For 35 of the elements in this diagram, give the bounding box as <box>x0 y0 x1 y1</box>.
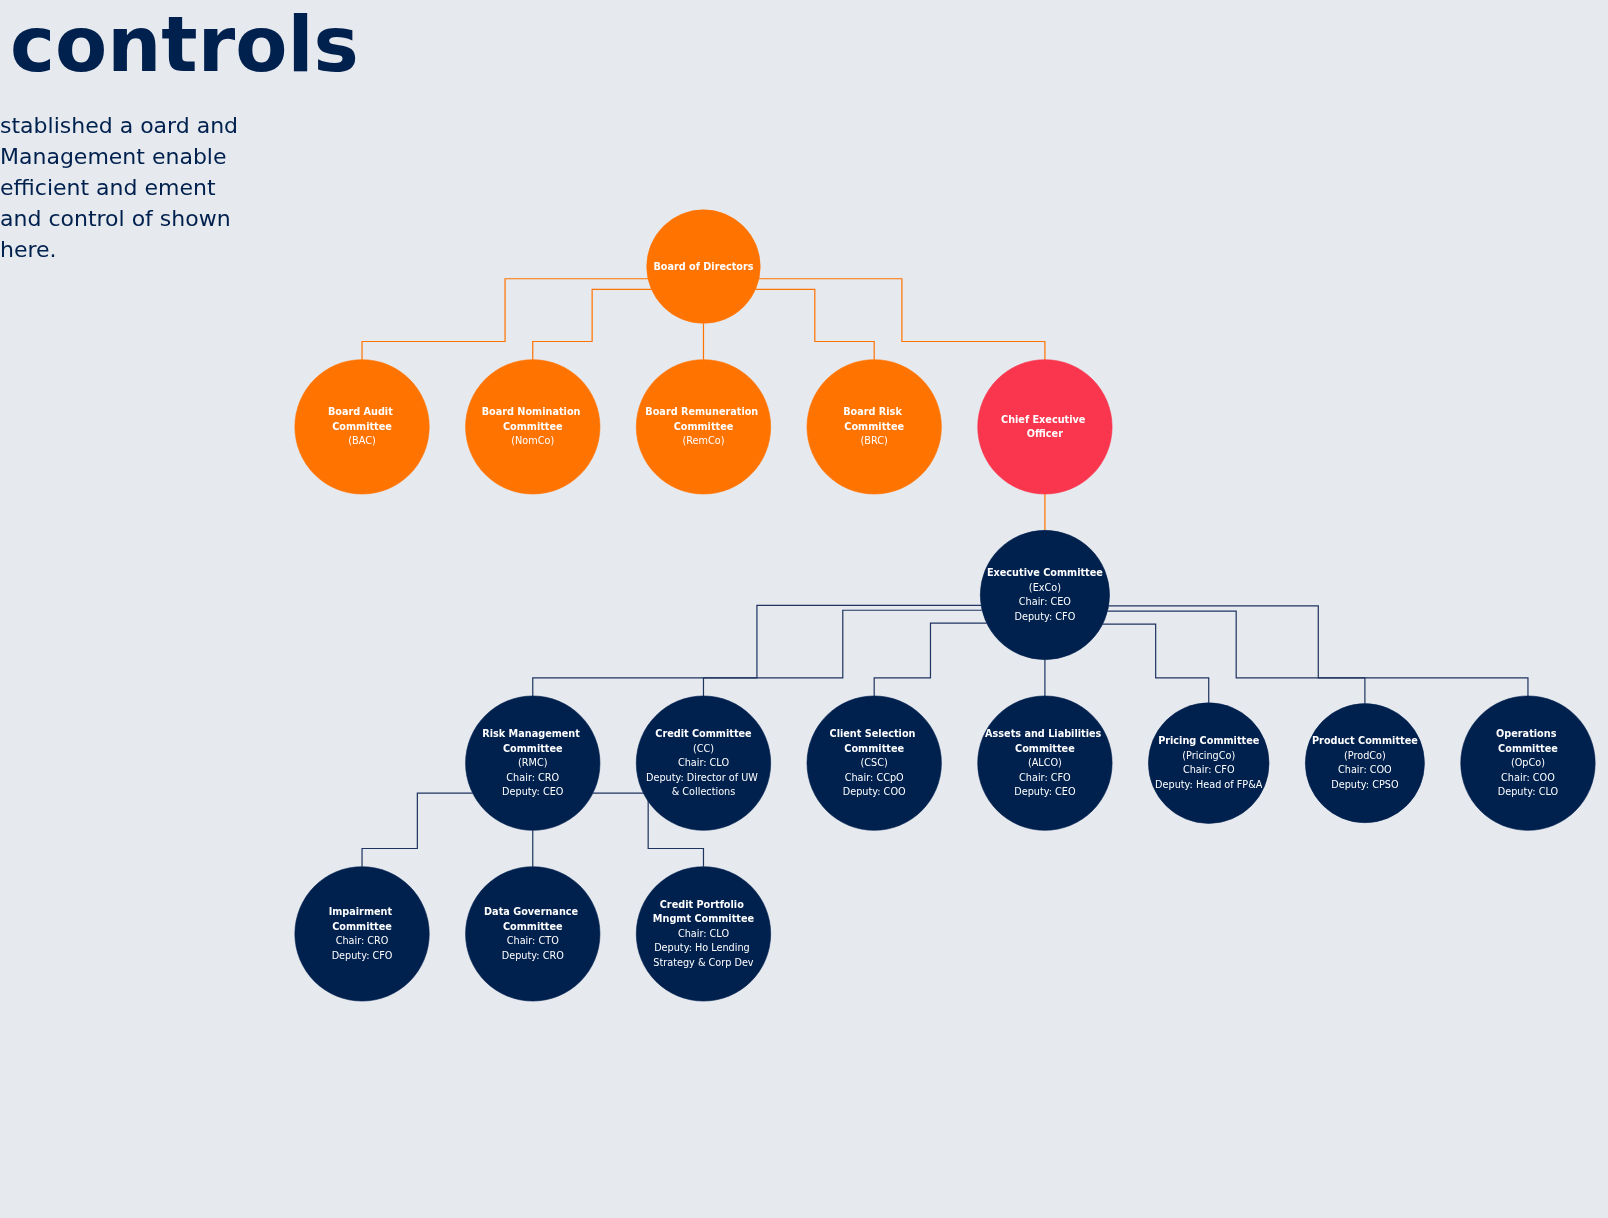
connector <box>702 609 983 697</box>
connector <box>758 277 1046 360</box>
node-circle: Client Selection Committee (CSC) Chair: CCpO Deputy: COO <box>806 695 942 831</box>
node-circle: Data Governance Committee Chair: CTO Deputy: CRO <box>465 865 601 1001</box>
connector <box>592 792 705 867</box>
connector <box>1102 623 1210 703</box>
node-circle: Board Remuneration Committee (RemCo) <box>635 358 771 494</box>
node-circle: Chief Executive Officer <box>977 358 1113 494</box>
connector <box>532 288 653 360</box>
connector <box>754 288 875 360</box>
connector <box>532 604 982 697</box>
connector <box>1106 610 1366 704</box>
node-circle: Operations Committee (OpCo) Chair: COO Deputy: CLO <box>1460 695 1596 831</box>
node-circle: Impairment Committee Chair: CRO Deputy: CFO <box>294 865 430 1001</box>
node-circle: Credit Portfolio Mngmt Committee Chair: CLO Deputy: Ho Lending Strategy & Corp Dev <box>635 865 771 1001</box>
node-circle: Board Risk Committee (BRC) <box>806 358 942 494</box>
node-circle: Credit Committee (CC) Chair: CLO Deputy: Director of UW & Collections <box>635 695 771 831</box>
node-circle: Board Nomination Committee (NomCo) <box>465 358 601 494</box>
node-circle: Risk Management Committee (RMC) Chair: CRO Deputy: CEO <box>465 695 601 831</box>
intro-paragraph: stablished a oard and Management enable efficient and ement and control of shown here. <box>0 112 240 264</box>
node-circle: Executive Committee (ExCo) Chair: CEO Deputy: CFO <box>979 529 1110 660</box>
node-circle: Product Committee (ProdCo) Chair: COO Deputy: CPSO <box>1305 702 1425 823</box>
connector <box>1044 658 1046 697</box>
connector <box>361 792 474 867</box>
connector <box>1044 493 1046 531</box>
node-circle: Assets and Liabilities Committee (ALCO) Chair: CFO Deputy: CEO <box>977 695 1113 831</box>
node-circle: Board of Directors <box>646 209 761 324</box>
connector <box>1108 604 1529 697</box>
node-circle: Pricing Committee (PricingCo) Chair: CFO Deputy: Head of FP&A <box>1148 702 1270 824</box>
node-circle: Board Audit Committee (BAC) <box>294 358 430 494</box>
connector <box>361 277 649 360</box>
connector <box>702 322 705 360</box>
connector <box>873 622 988 697</box>
connector <box>532 829 534 867</box>
page-title: controls <box>10 0 359 89</box>
